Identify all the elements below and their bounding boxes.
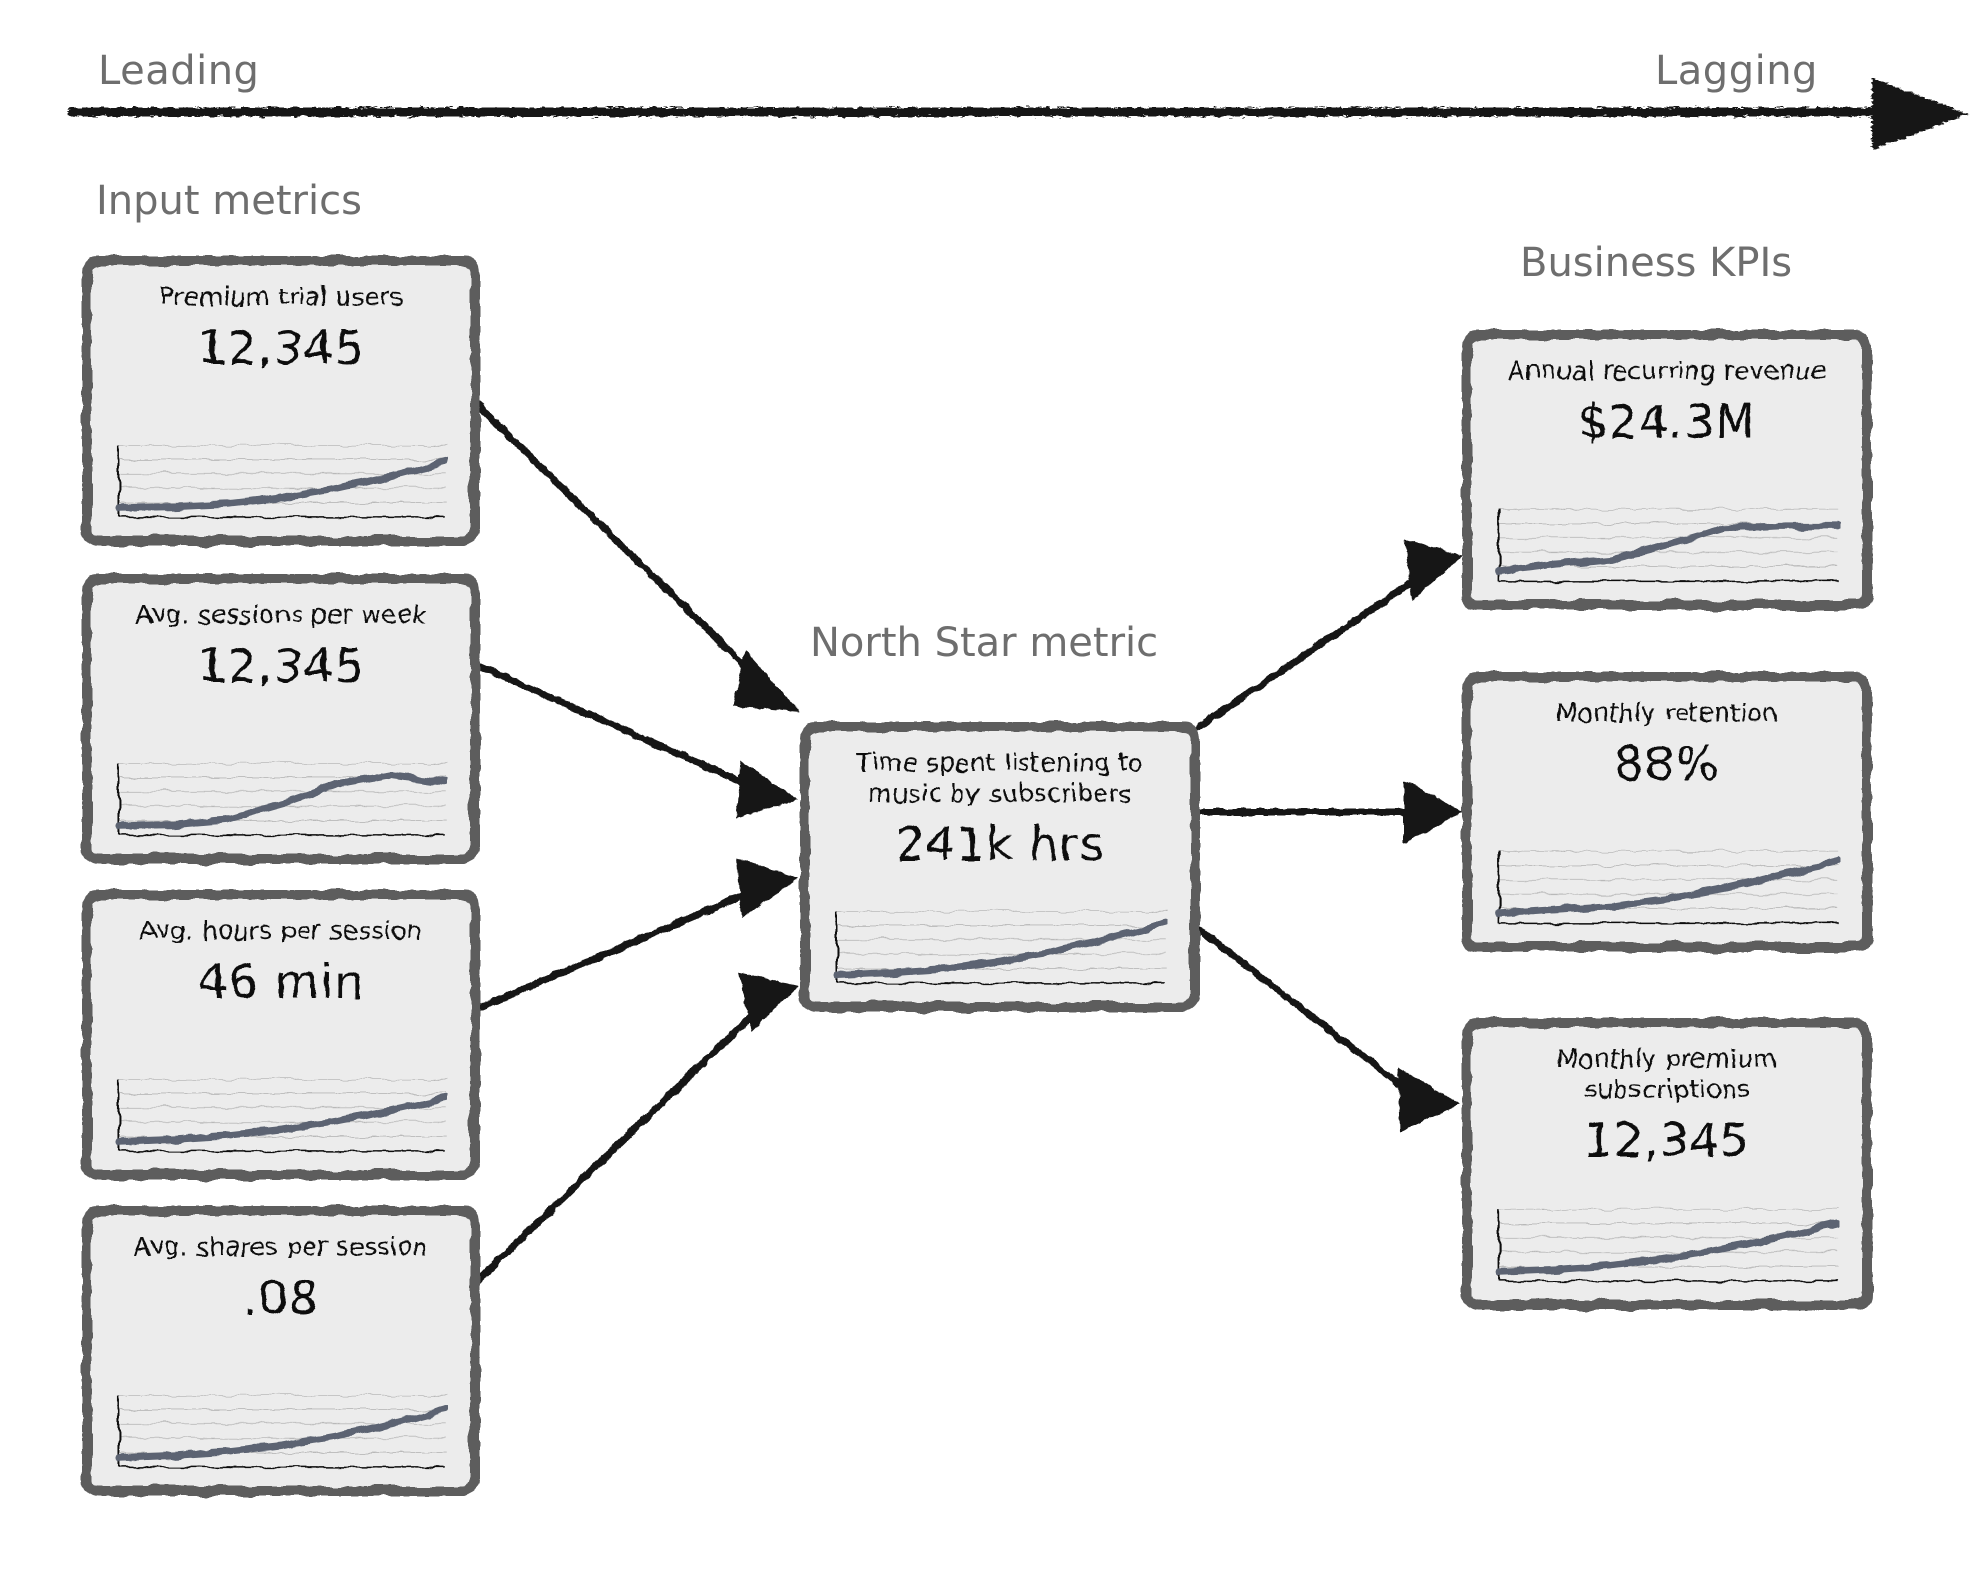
metric-sparkline [1494, 1206, 1840, 1284]
metric-card-input-1[interactable]: Avg. sessions per week 12,345 [82, 574, 480, 864]
metric-sparkline [114, 442, 448, 520]
metric-sparkline [114, 760, 448, 838]
metric-card-title: Avg. sessions per week [135, 600, 427, 629]
metric-card-title: Avg. shares per session [133, 1232, 429, 1261]
arrow-hours-to-nsm [466, 858, 798, 1016]
metric-card-value: $24.3M [1578, 394, 1756, 449]
metric-card-kpi-2[interactable]: Monthly premium subscriptions 12,345 [1462, 1018, 1872, 1310]
metric-card-title: Avg. hours per session [139, 916, 423, 945]
metric-card-value: 12,345 [197, 320, 365, 375]
metric-card-value: .08 [242, 1270, 320, 1325]
metric-sparkline [114, 1076, 448, 1154]
metric-card-input-3[interactable]: Avg. shares per session .08 [82, 1206, 480, 1496]
arrow-shares-to-nsm [466, 972, 798, 1292]
metric-card-title: Time spent listening to music by subscri… [856, 748, 1144, 808]
metric-card-value: 88% [1614, 736, 1720, 791]
metric-card-kpi-0[interactable]: Annual recurring revenue $24.3M [1462, 330, 1872, 610]
arrow-nsm-to-arr [1196, 538, 1462, 730]
heading-input-metrics: Input metrics [96, 178, 362, 224]
metric-card-kpi-1[interactable]: Monthly retention 88% [1462, 672, 1872, 952]
axis-label-leading: Leading [98, 48, 260, 94]
metric-card-title: Annual recurring revenue [1507, 356, 1827, 385]
axis-label-lagging: Lagging [1655, 48, 1818, 94]
arrow-nsm-to-subscriptions [1196, 926, 1460, 1132]
metric-sparkline [832, 908, 1168, 986]
metric-card-input-2[interactable]: Avg. hours per session 46 min [82, 890, 480, 1180]
heading-north-star-metric: North Star metric [810, 620, 1159, 666]
heading-business-kpis: Business KPIs [1520, 240, 1793, 286]
arrow-premium-trial-to-nsm [458, 386, 800, 712]
metric-card-title: Monthly retention [1555, 698, 1779, 727]
metric-card-north-star[interactable]: Time spent listening to music by subscri… [800, 722, 1200, 1012]
arrow-sessions-to-nsm [466, 658, 798, 818]
metric-card-value: 12,345 [1583, 1113, 1751, 1167]
metric-card-title: Monthly premium subscriptions [1556, 1044, 1778, 1104]
metric-card-input-0[interactable]: Premium trial users 12,345 [82, 256, 480, 546]
metric-sparkline [114, 1392, 448, 1470]
metric-card-value: 241k hrs [895, 817, 1105, 871]
metric-card-title: Premium trial users [159, 282, 403, 311]
metric-sparkline [1494, 506, 1840, 584]
metric-card-value: 12,345 [197, 638, 365, 693]
metric-card-value: 46 min [198, 954, 364, 1009]
arrow-nsm-to-retention [1186, 780, 1462, 844]
metric-sparkline [1494, 848, 1840, 926]
